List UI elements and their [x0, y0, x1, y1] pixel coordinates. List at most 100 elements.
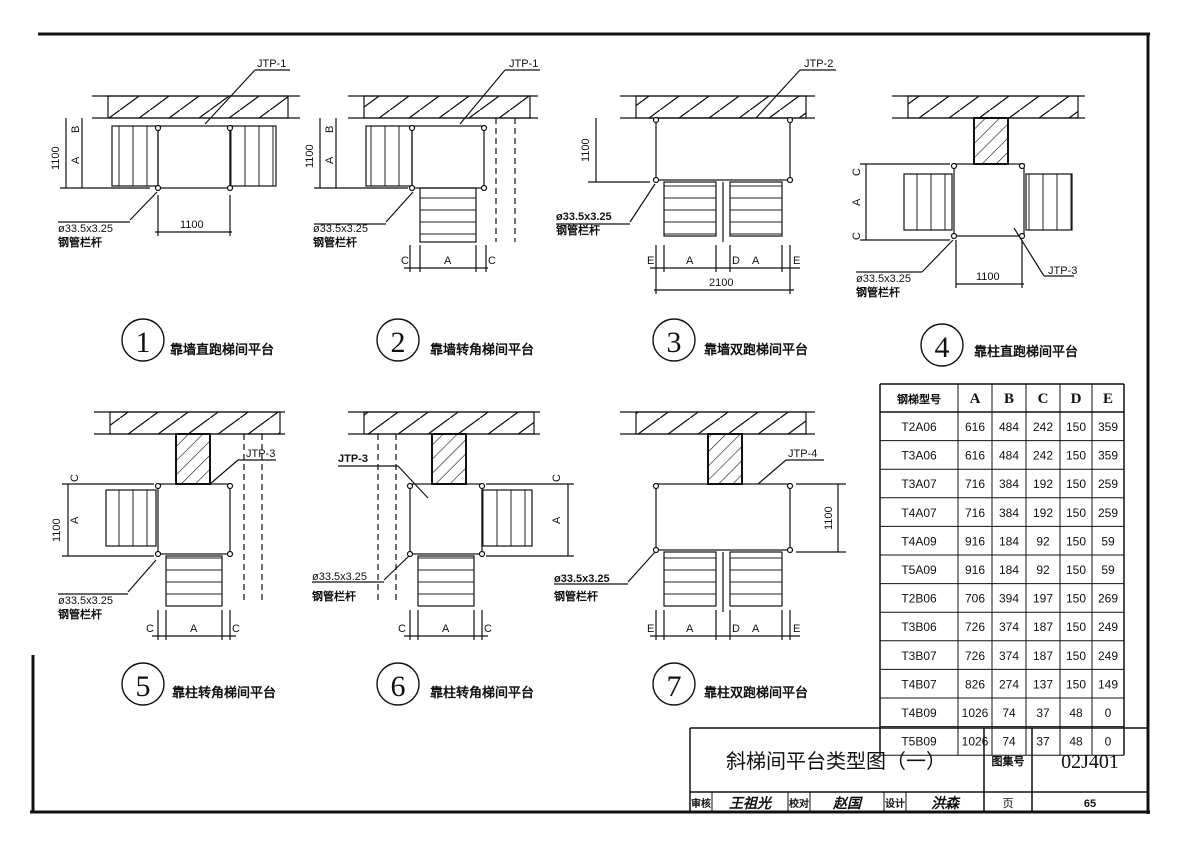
d3-dim-a1: A	[686, 255, 694, 267]
table-value-cell: 249	[1098, 620, 1118, 634]
table-value-cell: 259	[1098, 506, 1118, 520]
caption-3-text: 靠墙双跑梯间平台	[704, 342, 808, 357]
table-value-cell: 726	[965, 620, 985, 634]
d4-dim-c2: C	[851, 232, 863, 240]
d4-dim-c1: C	[851, 168, 863, 176]
table-value-cell: 269	[1098, 592, 1118, 606]
detail-1-wall-straight	[58, 69, 300, 236]
d7-rail-name: 钢管栏杆	[554, 589, 598, 603]
table-value-cell: 706	[965, 592, 985, 606]
d3-rail-name: 钢管栏杆	[556, 223, 600, 237]
d5-dim-c: C	[69, 474, 81, 482]
table-value-cell: 92	[1036, 534, 1050, 548]
check-signature: 赵国	[832, 795, 863, 812]
d3-tag: JTP-2	[804, 58, 833, 70]
page-number: 65	[1084, 798, 1096, 810]
caption-6-num: 6	[391, 670, 406, 703]
table-value-cell: 150	[1066, 506, 1086, 520]
table-value-cell: 616	[965, 420, 985, 434]
table-value-cell: 716	[965, 506, 985, 520]
d2-dim-v: 1100	[304, 144, 316, 168]
table-value-cell: 74	[1002, 706, 1016, 720]
d7-dim-e1: E	[647, 623, 654, 635]
detail-4-column-straight	[856, 95, 1085, 288]
table-value-cell: 59	[1101, 534, 1115, 548]
caption-2-num: 2	[391, 326, 406, 359]
table-model-cell: T5A09	[901, 563, 937, 577]
caption-7-text: 靠柱双跑梯间平台	[704, 685, 808, 700]
d5-dim-ab: A	[190, 623, 198, 635]
d2-dim-b: B	[324, 126, 336, 133]
d6-dim-c1: C	[398, 623, 406, 635]
caption-3-num: 3	[667, 326, 682, 359]
caption-5-text: 靠柱转角梯间平台	[172, 685, 276, 700]
d6-dim-c2: C	[484, 623, 492, 635]
table-value-cell: 826	[965, 677, 985, 691]
table-value-cell: 192	[1033, 506, 1053, 520]
d3-dim-e2: E	[793, 255, 800, 267]
d7-tag: JTP-4	[788, 448, 817, 460]
d5-dim-a: A	[69, 516, 81, 524]
table-value-cell: 150	[1066, 677, 1086, 691]
table-value-cell: 249	[1098, 649, 1118, 663]
d1-dim-a: A	[70, 156, 82, 164]
table-value-cell: 359	[1098, 420, 1118, 434]
d1-tag: JTP-1	[257, 58, 286, 70]
title-block	[689, 727, 1148, 812]
table-header: A	[970, 391, 981, 407]
table-value-cell: 74	[1002, 735, 1016, 749]
caption-6-text: 靠柱转角梯间平台	[430, 685, 534, 700]
page-label: 页	[1003, 798, 1014, 810]
d3-rail-spec: ø33.5x3.25	[556, 211, 612, 223]
review-signature: 王祖光	[729, 795, 773, 812]
table-value-cell: 187	[1033, 620, 1053, 634]
d4-dim-a: A	[851, 198, 863, 206]
d1-dim-h: 1100	[180, 219, 204, 231]
d1-dim-b: B	[70, 126, 82, 133]
table-value-cell: 916	[965, 534, 985, 548]
d2-rail-spec: ø33.5x3.25	[313, 223, 368, 235]
table-value-cell: 394	[999, 592, 1019, 606]
table-value-cell: 616	[965, 449, 985, 463]
table-value-cell: 374	[999, 649, 1019, 663]
detail-3-wall-double	[556, 69, 836, 294]
d3-dim-e1: E	[647, 255, 654, 267]
table-value-cell: 48	[1069, 735, 1083, 749]
detail-7-column-double	[554, 411, 846, 640]
d6-tag: JTP-3	[338, 453, 368, 465]
sheet-title: 斜梯间平台类型图（一）	[726, 750, 946, 773]
table-model-cell: T4A09	[901, 534, 937, 548]
table-value-cell: 916	[965, 563, 985, 577]
d2-dim-c2: C	[488, 255, 496, 267]
table-model-cell: T2A06	[901, 420, 937, 434]
caption-1-num: 1	[136, 326, 151, 359]
table-value-cell: 359	[1098, 449, 1118, 463]
d3-dim-v: 1100	[580, 138, 592, 162]
table-value-cell: 150	[1066, 534, 1086, 548]
table-value-cell: 1026	[962, 735, 989, 749]
d2-dim-a: A	[324, 156, 336, 164]
d6-dim-c: C	[551, 474, 563, 482]
table-header: B	[1004, 391, 1014, 407]
d7-dim-v: 1100	[823, 506, 835, 530]
d5-dim-v: 1100	[51, 518, 63, 542]
d1-rail-spec: ø33.5x3.25	[58, 223, 113, 235]
table-value-cell: 150	[1066, 620, 1086, 634]
d7-rail-spec: ø33.5x3.25	[554, 573, 610, 585]
table-value-cell: 0	[1105, 735, 1112, 749]
table-value-cell: 374	[999, 620, 1019, 634]
table-model-cell: T3B06	[901, 620, 937, 634]
table-header: D	[1071, 391, 1082, 407]
d5-rail-name: 钢管栏杆	[58, 607, 102, 621]
table-value-cell: 37	[1036, 735, 1050, 749]
table-model-cell: T3B07	[901, 649, 937, 663]
table-value-cell: 150	[1066, 649, 1086, 663]
table-value-cell: 484	[999, 449, 1019, 463]
table-value-cell: 197	[1033, 592, 1053, 606]
table-value-cell: 242	[1033, 420, 1053, 434]
table-value-cell: 716	[965, 477, 985, 491]
d2-dim-ab: A	[444, 255, 452, 267]
caption-2-text: 靠墙转角梯间平台	[430, 342, 534, 357]
